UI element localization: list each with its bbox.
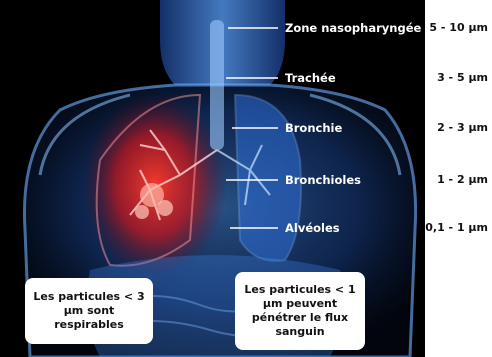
- label-nasopharyngeal-zone: Zone nasopharyngée: [285, 21, 421, 35]
- note-bloodstream-particles: Les particules < 1 µm peuvent pénétrer l…: [235, 272, 365, 350]
- anatomy-illustration: Zone nasopharyngée Trachée Bronchie Bron…: [0, 0, 425, 357]
- size-bronchus: 2 - 3 µm: [437, 121, 488, 135]
- label-bronchioles: Bronchioles: [285, 173, 361, 187]
- size-trachea: 3 - 5 µm: [437, 71, 488, 85]
- label-bronchus: Bronchie: [285, 121, 342, 135]
- note-respirable-particles: Les particules < 3 µm sont respirables: [25, 278, 153, 344]
- trachea: [210, 20, 224, 150]
- size-alveoli: 0,1 - 1 µm: [425, 221, 488, 235]
- size-bronchioles: 1 - 2 µm: [437, 173, 488, 187]
- label-alveoli: Alvéoles: [285, 221, 340, 235]
- size-nasopharyngeal-zone: 5 - 10 µm: [429, 21, 488, 35]
- label-trachea: Trachée: [285, 71, 336, 85]
